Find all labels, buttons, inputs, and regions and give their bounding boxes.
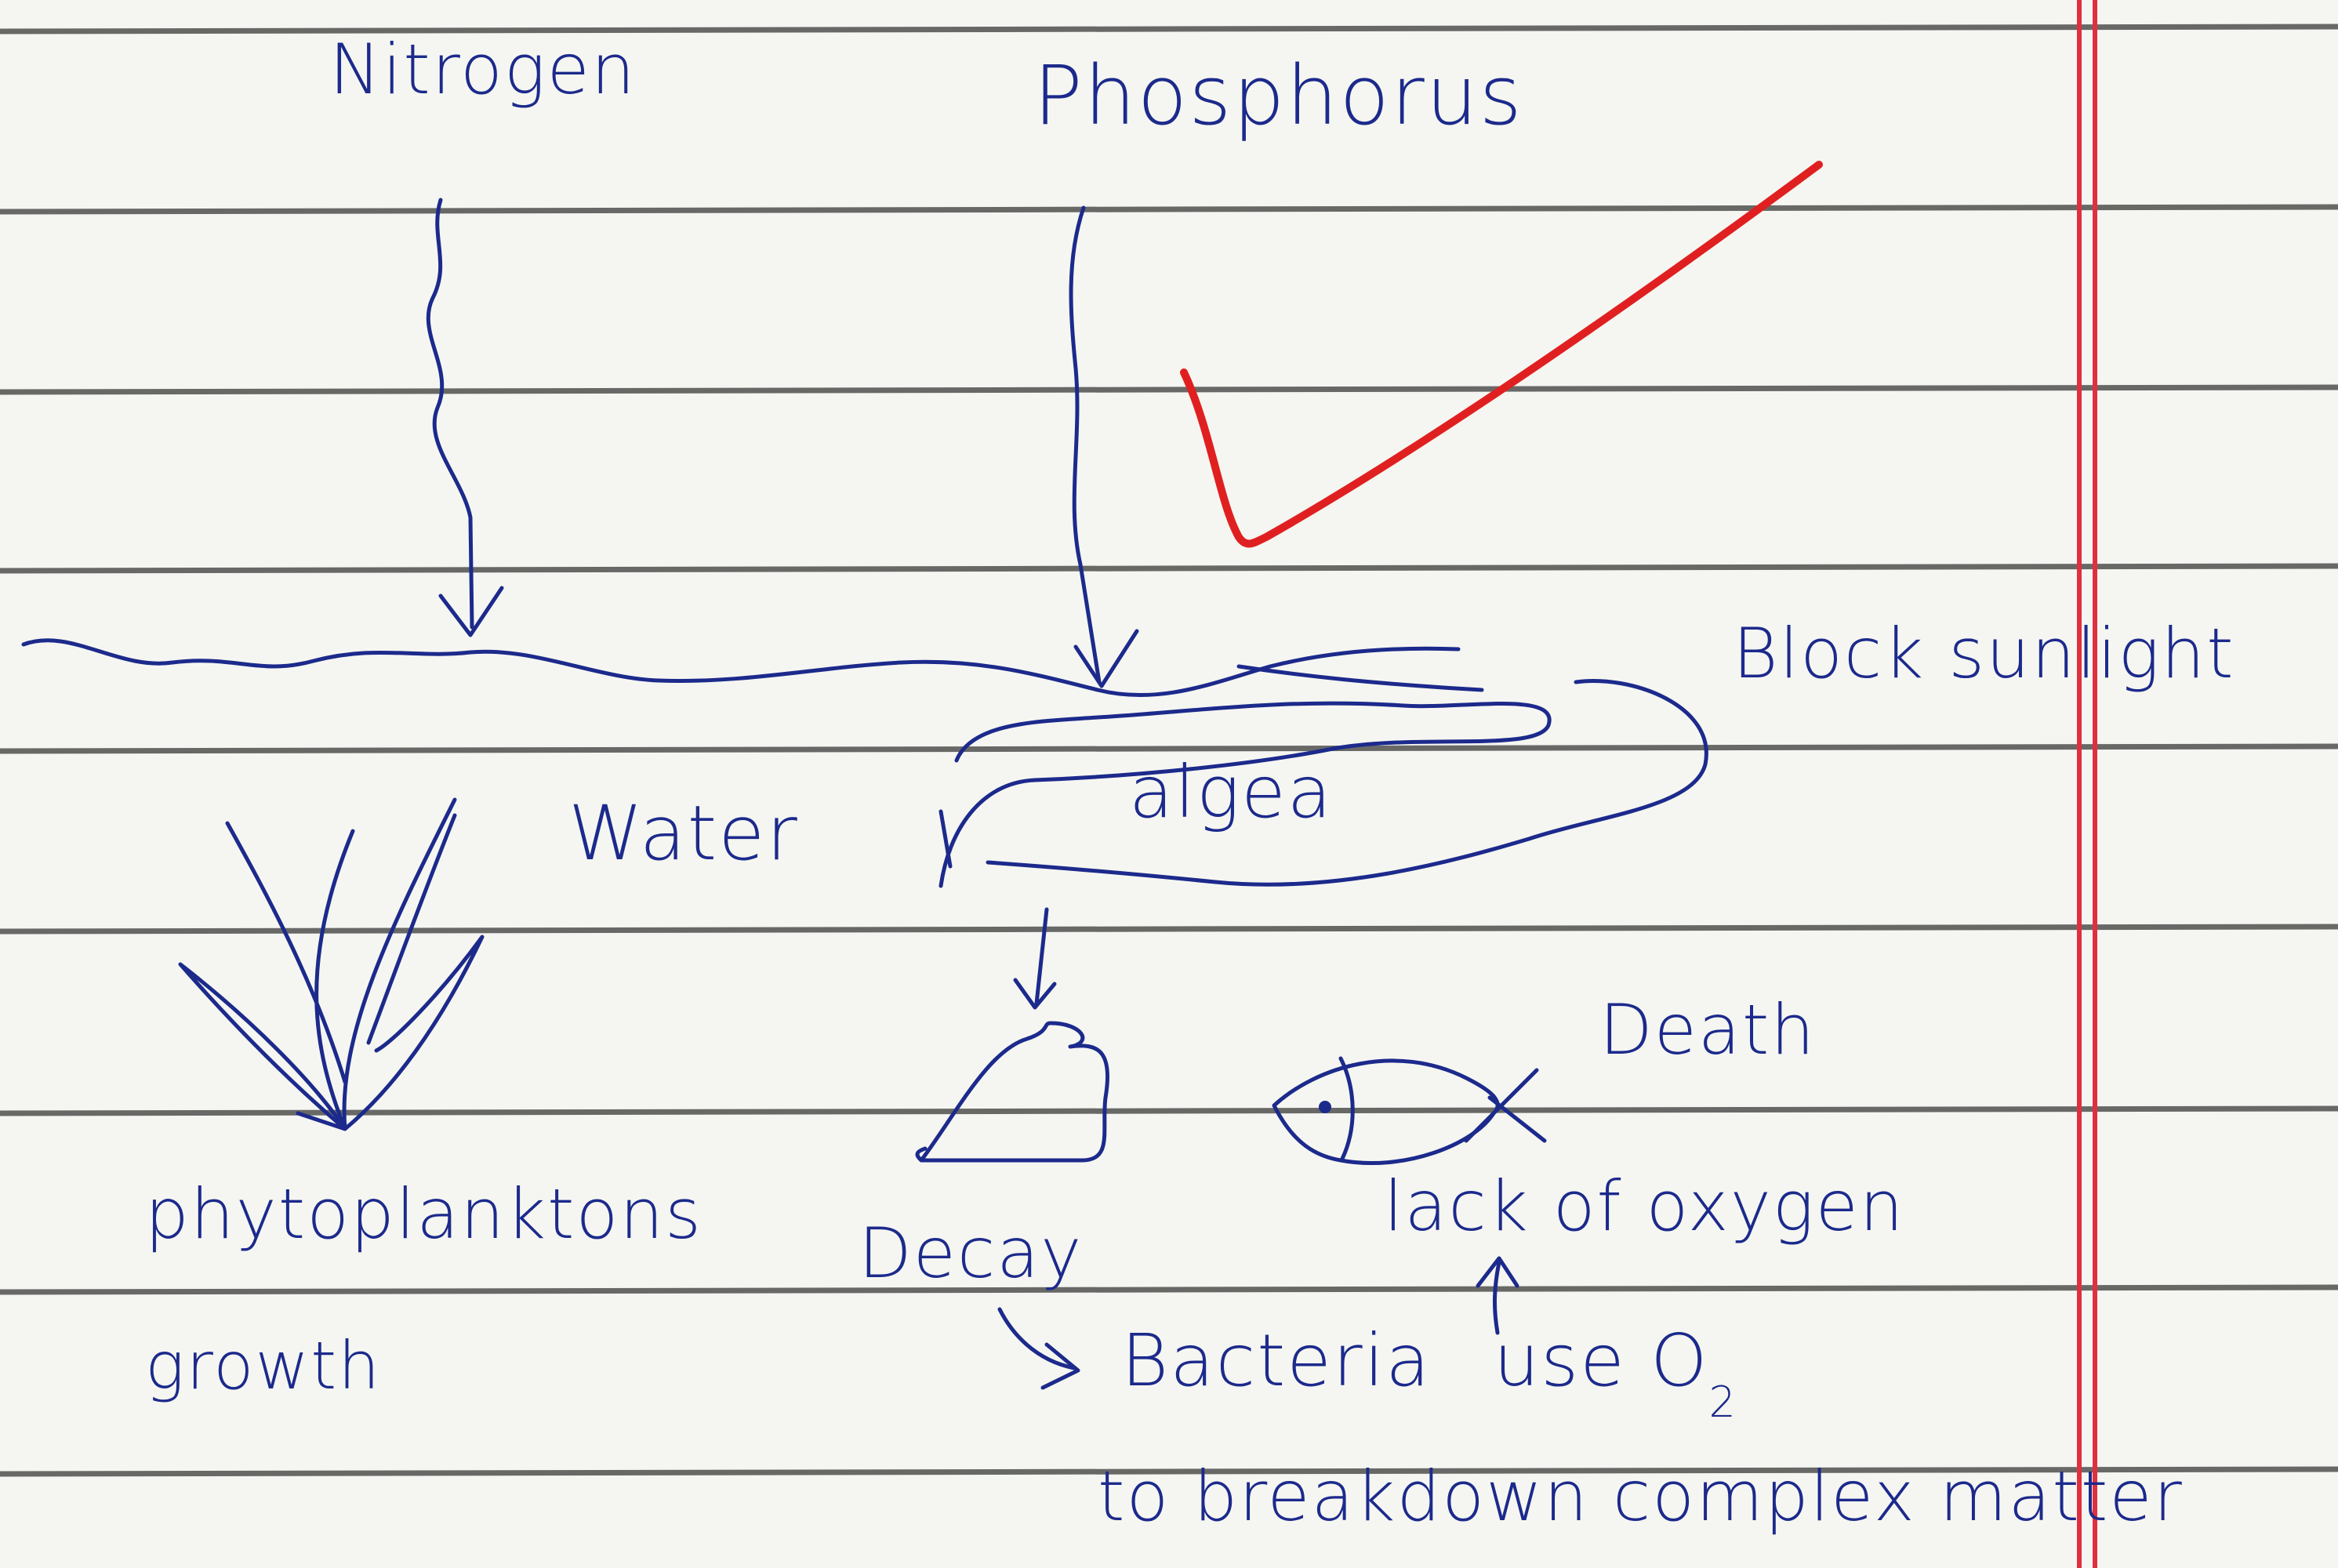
- use-o2-text: use O: [1494, 1319, 1709, 1403]
- phosphorus-arrowhead: [1076, 631, 1137, 686]
- fish-gill: [1341, 1058, 1352, 1159]
- phosphorus-arrow: [1071, 208, 1099, 682]
- phosphorus-label: Phosphorus: [1033, 55, 1523, 136]
- decay-shape: [917, 1023, 1108, 1160]
- nitrogen-arrow: [428, 200, 472, 627]
- lack-of-oxygen-label: lack of oxygen: [1384, 1172, 1905, 1241]
- check-mark: [1184, 165, 1819, 544]
- use-o2-label: use O2: [1494, 1325, 1737, 1397]
- water-surface-2: [1239, 666, 1482, 690]
- algae-arrow: [1036, 909, 1047, 1004]
- algae-label: algea: [1129, 757, 1333, 829]
- fish-tail: [1466, 1070, 1545, 1141]
- water-label: Water: [568, 796, 799, 871]
- fish-eye: [1319, 1101, 1331, 1113]
- bacteria-label: Bacteria: [1121, 1325, 1432, 1397]
- nitrogen-label: Nitrogen: [329, 35, 637, 104]
- death-label: Death: [1599, 996, 1816, 1065]
- block-sunlight-label: Block sunlight: [1733, 619, 2235, 688]
- breakdown-label: to breakdown complex matter: [1098, 1462, 2184, 1531]
- growth-label: growth: [145, 1333, 381, 1399]
- fish-body: [1274, 1061, 1498, 1163]
- o2-subscript: 2: [1709, 1377, 1737, 1427]
- phytoplankton-label: phytoplanktons: [145, 1180, 702, 1249]
- decay-label: Decay: [859, 1219, 1083, 1288]
- phytoplankton-plant: [180, 800, 482, 1129]
